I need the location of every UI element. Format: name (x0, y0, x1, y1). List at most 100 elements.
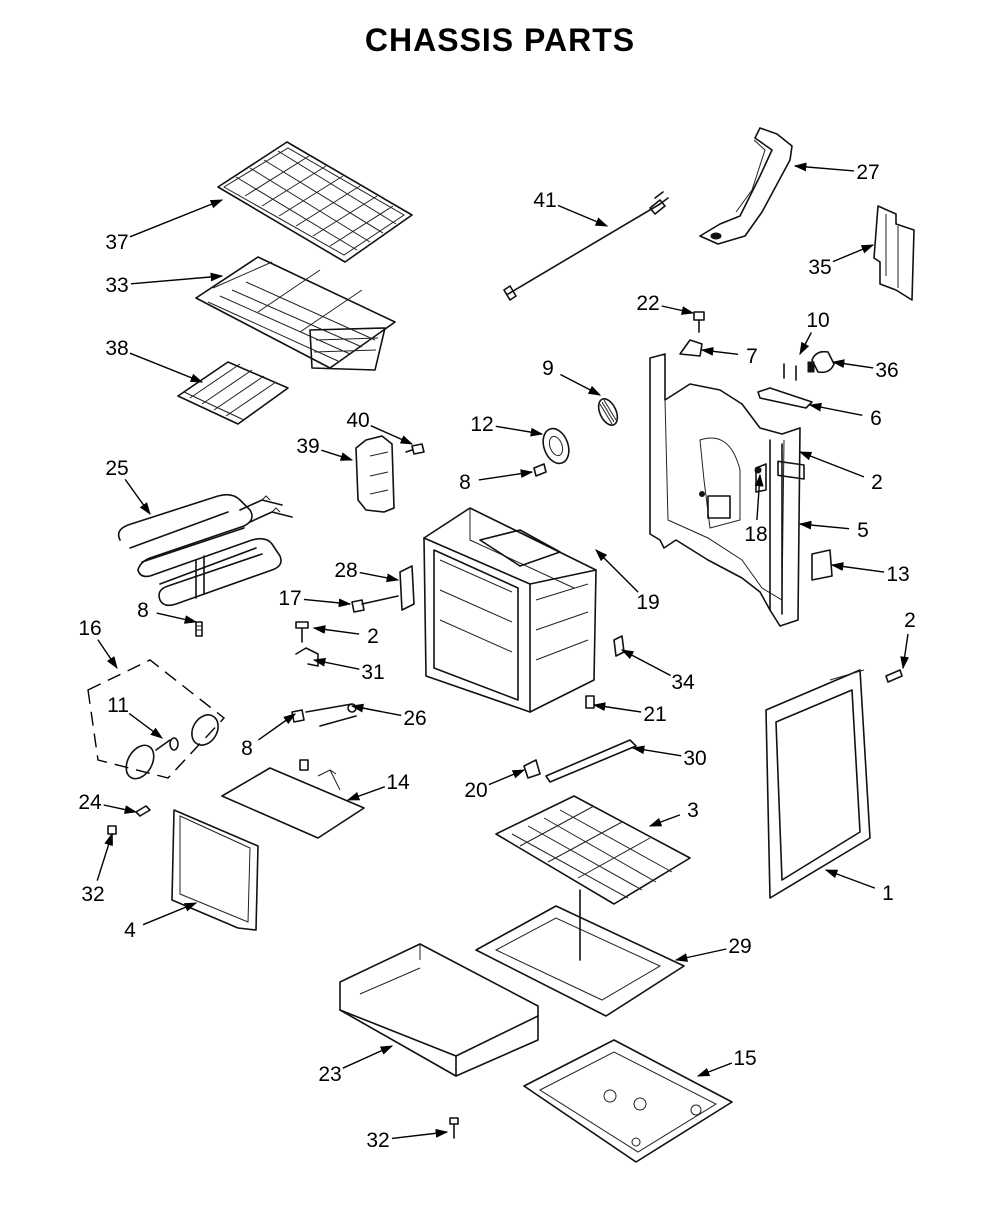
bracket-part-27[interactable] (699, 127, 793, 245)
callout-label-c38: 38 (105, 337, 128, 360)
callout-label-c30: 30 (683, 747, 706, 770)
switch-part-10[interactable] (777, 363, 805, 480)
callout-c29: 29 (674, 935, 752, 962)
callout-leader-c25 (124, 478, 151, 516)
clip-part-34[interactable] (613, 635, 625, 657)
screw-part-8c[interactable] (291, 709, 309, 771)
bracket-part-30[interactable] (545, 739, 637, 783)
callout-c2c: 2 (312, 625, 379, 648)
screw-part-32b[interactable] (449, 1117, 459, 1139)
bake-element-part-25[interactable] (117, 493, 293, 607)
callout-leader-c26 (350, 703, 402, 717)
screw-part-24[interactable] (135, 805, 151, 817)
knob-part-11[interactable] (121, 710, 224, 783)
bracket-part-35[interactable] (873, 205, 915, 301)
callout-c24: 24 (78, 791, 138, 814)
switch-part-20[interactable] (523, 759, 541, 779)
callout-label-c22: 22 (636, 292, 659, 315)
callout-label-c9: 9 (542, 357, 554, 380)
callout-label-c20: 20 (464, 779, 487, 802)
callout-leader-c40 (370, 425, 414, 445)
drawer-bottom-part-15[interactable] (523, 1039, 733, 1163)
knob-part-36[interactable] (807, 350, 835, 374)
callout-label-c17: 17 (278, 587, 301, 610)
callout-label-c31: 31 (361, 661, 384, 684)
bracket-part-31[interactable] (295, 647, 319, 667)
callout-label-c8a: 8 (459, 471, 471, 494)
oven-rack-part-3[interactable] (495, 795, 691, 905)
callout-c38: 38 (105, 337, 204, 383)
callout-c9: 9 (542, 357, 602, 396)
callout-label-c32a: 32 (81, 883, 104, 906)
callout-leader-c19 (595, 549, 639, 593)
door-gasket-part-4[interactable] (171, 809, 259, 931)
callout-leader-c8c (257, 713, 297, 741)
screw-part-40[interactable] (405, 443, 425, 455)
callout-label-c40: 40 (346, 409, 369, 432)
callout-label-c5: 5 (857, 519, 869, 542)
callout-c5: 5 (798, 519, 869, 542)
callout-label-c33: 33 (105, 274, 128, 297)
rear-frame-part-5[interactable] (649, 353, 801, 627)
callout-c22: 22 (636, 292, 695, 315)
callout-leader-c30 (631, 745, 682, 757)
callout-leader-c41 (557, 204, 609, 227)
screw-part-8b[interactable] (195, 621, 203, 637)
door-frame-part-1[interactable] (765, 669, 871, 899)
callout-c3: 3 (648, 799, 699, 827)
callout-c26: 26 (350, 703, 427, 730)
bracket-part-13[interactable] (811, 549, 833, 581)
knob-kit-part-16[interactable] (87, 659, 226, 779)
bracket-part-6[interactable] (757, 387, 813, 409)
callout-label-c19: 19 (636, 591, 659, 614)
callout-c2a: 2 (798, 451, 883, 494)
callout-c7: 7 (700, 345, 758, 368)
callout-c17: 17 (278, 587, 352, 610)
callout-leader-c6 (808, 402, 863, 416)
screw-part-8a[interactable] (533, 463, 547, 477)
callout-c13: 13 (830, 562, 910, 586)
callout-c39: 39 (296, 435, 354, 461)
fan-part-12[interactable] (539, 425, 574, 467)
callout-label-c41: 41 (533, 189, 556, 212)
half-rack-part-38[interactable] (177, 361, 289, 425)
clip-part-7[interactable] (679, 339, 703, 357)
storage-drawer-part-23[interactable] (339, 943, 539, 1077)
screw-part-17[interactable] (351, 595, 399, 613)
callout-leader-c5 (798, 520, 850, 530)
callout-leader-c7 (700, 346, 739, 356)
callout-leader-c1 (824, 869, 876, 889)
callout-label-c6: 6 (870, 407, 882, 430)
callout-c8a: 8 (459, 469, 534, 494)
broil-pan-part-14[interactable] (221, 767, 365, 839)
igniter-part-41[interactable] (503, 191, 669, 301)
fan-cover-part-9[interactable] (595, 396, 621, 428)
wire-part-26[interactable] (305, 703, 357, 727)
insulation-part-39[interactable] (355, 435, 395, 513)
callout-c2b: 2 (900, 609, 916, 670)
screw-part-22[interactable] (693, 311, 705, 333)
callout-label-c10: 10 (806, 309, 829, 332)
callout-c20: 20 (464, 769, 526, 802)
callout-label-c4: 4 (124, 919, 136, 942)
rollout-rack-part-33[interactable] (195, 256, 396, 371)
screw-part-2c[interactable] (295, 621, 309, 643)
callout-leader-c39 (321, 449, 354, 461)
screw-part-2b[interactable] (885, 669, 903, 683)
callout-c40: 40 (346, 409, 414, 445)
oven-cavity-part-19[interactable] (423, 507, 597, 713)
callout-leader-c17 (303, 598, 352, 608)
callout-c21: 21 (592, 702, 667, 726)
bracket-part-28[interactable] (399, 565, 415, 611)
callout-label-c36: 36 (875, 359, 898, 382)
callout-label-c7: 7 (746, 345, 758, 368)
callout-label-c23: 23 (318, 1063, 341, 1086)
fastener-part-21[interactable] (585, 695, 595, 709)
callout-c14: 14 (346, 771, 410, 801)
broil-pan-part-29[interactable] (475, 889, 685, 1017)
oven-rack-part-37[interactable] (217, 141, 413, 263)
callout-leader-c12 (495, 425, 544, 437)
callout-c32a: 32 (81, 832, 113, 906)
callout-c27: 27 (793, 161, 880, 184)
